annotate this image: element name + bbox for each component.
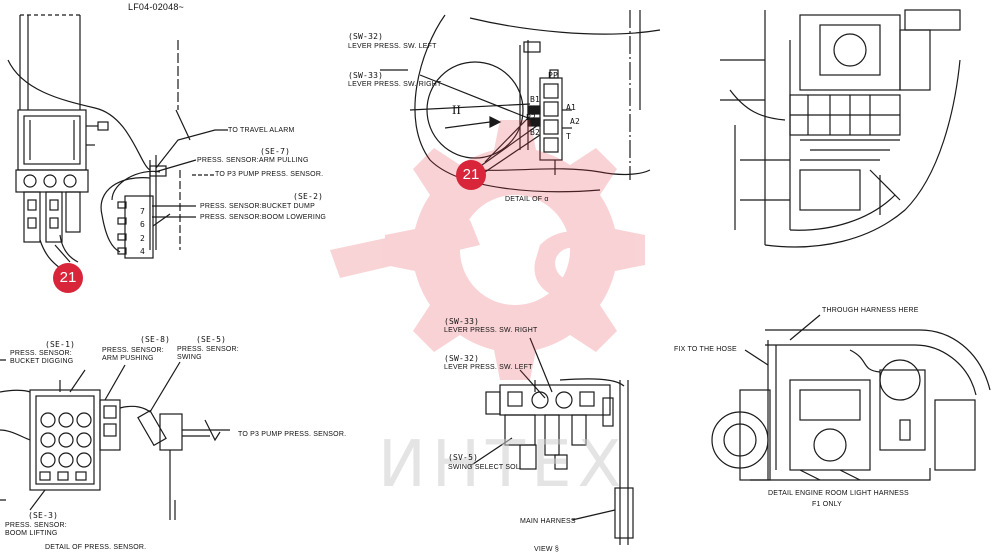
- port-label-b1: B1: [530, 95, 541, 104]
- label-se7-text: PRESS. SENSOR:ARM PULLING: [197, 157, 309, 164]
- port-number-2: 2: [140, 234, 146, 243]
- label-se1-text: PRESS. SENSOR: BUCKET DIGGING: [10, 350, 74, 365]
- label-bucket-dump: PRESS. SENSOR:BUCKET DUMP: [200, 203, 315, 210]
- watermark-text: ИНТЕХ: [378, 428, 628, 502]
- callout-21-center[interactable]: 21: [456, 160, 486, 190]
- caption-view-s: VIEW §: [534, 546, 559, 553]
- label-se1-code: (SE-1): [45, 340, 76, 349]
- port-label-p2: P2: [526, 113, 537, 122]
- port-number-6: 6: [140, 220, 146, 229]
- label-sv5-code: (SV-5): [448, 453, 479, 462]
- label-se8-text: PRESS. SENSOR: ARM PUSHING: [102, 347, 164, 362]
- label-se5-code: (SE-5): [196, 335, 227, 344]
- watermark-gear-icon: [330, 120, 645, 380]
- label-sw32-text-top: LEVER PRESS. SW. LEFT: [348, 43, 437, 50]
- label-fix-to-hose: FIX TO THE HOSE: [674, 346, 737, 353]
- bottom-right-engine-drawing: [711, 314, 991, 481]
- label-sw32-code-top: (SW-32): [348, 32, 384, 41]
- caption-f1-only: F1 ONLY: [812, 501, 843, 508]
- port-number-7: 7: [140, 207, 146, 216]
- caption-detail-press-sensor: DETAIL OF PRESS. SENSOR.: [45, 544, 147, 551]
- port-label-a2: A2: [570, 117, 581, 126]
- label-through-harness: THROUGH HARNESS HERE: [822, 307, 919, 314]
- label-sw33-code-top: (SW-33): [348, 71, 384, 80]
- label-sw33-code-bottom: (SW-33): [444, 317, 480, 326]
- label-se5-text: PRESS. SENSOR: SWING: [177, 346, 239, 361]
- label-to-p3-pump-bottom: TO P3 PUMP PRESS. SENSOR.: [238, 431, 347, 438]
- label-to-p3-pump-top: TO P3 PUMP PRESS. SENSOR.: [215, 171, 324, 178]
- label-se2-code: (SE-2): [293, 192, 324, 201]
- bottom-left-sensor-drawing: [0, 359, 230, 520]
- top-left-valve-drawing: [7, 14, 228, 269]
- caption-engine-room-harness: DETAIL ENGINE ROOM LIGHT HARNESS: [768, 490, 909, 497]
- label-to-travel-alarm: TO TRAVEL ALARM: [228, 127, 295, 134]
- roman-marker: II: [452, 102, 462, 117]
- port-label-t: T: [566, 132, 572, 141]
- label-sv5-text: SWING SELECT SOL: [448, 464, 520, 471]
- label-se3-code: (SE-3): [28, 511, 59, 520]
- label-sw32-code-bottom: (SW-32): [444, 354, 480, 363]
- caption-detail-alpha: DETAIL OF α: [505, 196, 549, 203]
- port-number-4: 4: [140, 247, 146, 256]
- label-main-harness: MAIN HARNESS: [520, 518, 576, 525]
- bottom-center-view-drawing: [469, 337, 634, 545]
- label-sw33-text-top: LEVER PRESS. SW. RIGHT: [348, 81, 442, 88]
- label-se3-text: PRESS. SENSOR: BOOM LIFTING: [5, 522, 67, 537]
- callout-21-left[interactable]: 21: [53, 263, 83, 293]
- label-se7-code: (SE-7): [260, 147, 291, 156]
- top-center-detail-drawing: [380, 10, 661, 193]
- label-se8-code: (SE-8): [140, 335, 171, 344]
- port-label-pp: PP: [548, 71, 559, 80]
- drawing-code: LF04-02048~: [128, 2, 184, 12]
- port-label-a1: A1: [566, 103, 577, 112]
- label-boom-lowering: PRESS. SENSOR:BOOM LOWERING: [200, 214, 326, 221]
- label-sw32-text-bottom: LEVER PRESS. SW. LEFT: [444, 364, 533, 371]
- port-label-b2: B2: [530, 128, 541, 137]
- top-right-cab-drawing: [720, 9, 961, 248]
- label-sw33-text-bottom: LEVER PRESS. SW. RIGHT: [444, 327, 538, 334]
